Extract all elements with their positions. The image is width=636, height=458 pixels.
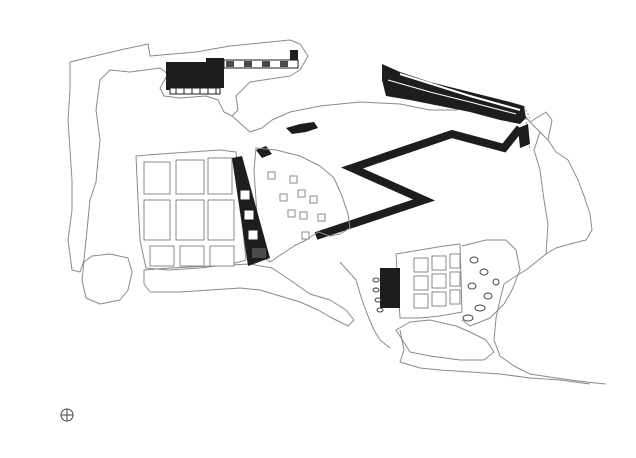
- grid-courtyard-west: [135, 149, 270, 271]
- building-north: [166, 50, 318, 134]
- central-parcel: [253, 147, 351, 263]
- crosshair-circle-icon: [60, 408, 74, 422]
- grid-building-east: [372, 239, 521, 327]
- zigzag-ramp: [256, 124, 530, 240]
